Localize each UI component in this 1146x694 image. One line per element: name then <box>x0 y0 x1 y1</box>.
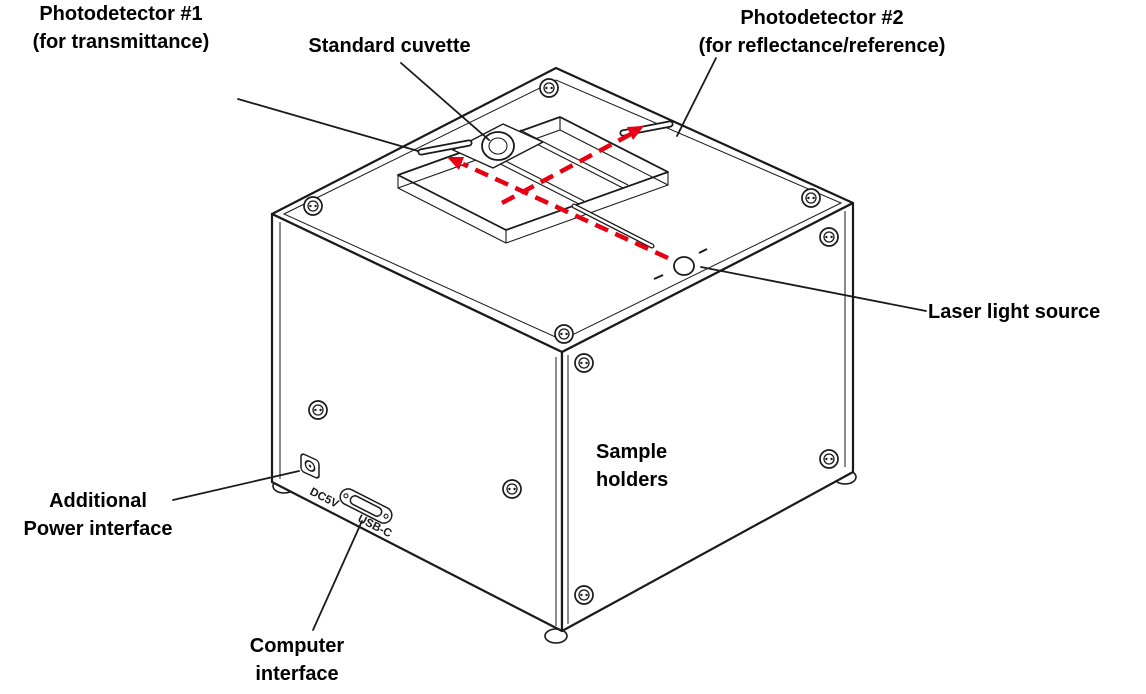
label-laser-line-1: Laser light source <box>928 301 1101 323</box>
leader-computer-interface <box>312 520 363 631</box>
screw-right-1 <box>574 353 594 373</box>
label-power-interface: Additional Power interface <box>0 487 196 543</box>
screw-right-4 <box>574 585 594 605</box>
laser-mark-right <box>698 248 708 254</box>
laser-source <box>653 248 708 280</box>
beam-reflectance <box>500 132 633 205</box>
label-photodetector-1-line-2: (for transmittance) <box>32 31 210 53</box>
detector-slit-1 <box>417 139 473 156</box>
beam-arrow-transmittance <box>447 157 464 170</box>
label-computer-interface-line-1: Computer <box>249 635 345 657</box>
usb-port <box>339 488 393 524</box>
screw-top-back <box>539 78 559 98</box>
label-sample-holders-line-1: Sample <box>596 441 668 463</box>
leader-photodetector-1 <box>237 98 419 152</box>
leader-standard-cuvette <box>400 62 490 141</box>
label-photodetector-1: Photodetector #1 (for transmittance) <box>0 0 242 56</box>
leader-lines <box>172 57 927 631</box>
screw-right-3 <box>819 449 839 469</box>
screw-top-left <box>303 196 323 216</box>
screw-right-2 <box>819 227 839 247</box>
label-laser: Laser light source <box>928 298 1100 326</box>
light-beams <box>447 126 669 261</box>
device-body <box>270 66 855 633</box>
label-standard-cuvette-line-1: Standard cuvette <box>308 35 471 57</box>
standard-cuvette <box>451 123 545 169</box>
label-computer-interface: Computer interface <box>213 632 381 688</box>
leader-power-interface <box>172 470 300 501</box>
power-port <box>300 453 320 479</box>
laser-slit <box>571 203 655 249</box>
leader-laser <box>700 266 927 312</box>
label-power-interface-line-2: Power interface <box>23 518 173 540</box>
label-power-interface-line-1: Additional <box>49 490 147 512</box>
edge-chamfers <box>279 79 846 626</box>
cuvette-bore <box>488 137 508 155</box>
label-standard-cuvette: Standard cuvette <box>282 32 497 60</box>
screw-left-1 <box>308 400 328 420</box>
leader-photodetector-2 <box>676 57 717 137</box>
label-photodetector-2-line-1: Photodetector #2 <box>740 7 904 29</box>
screw-top-right <box>801 188 821 208</box>
label-sample-holders-line-2: holders <box>596 469 669 491</box>
label-photodetector-1-line-1: Photodetector #1 <box>39 3 203 25</box>
label-computer-interface-line-2: interface <box>255 663 339 685</box>
screw-top-front <box>554 324 574 344</box>
screw-left-2 <box>502 479 522 499</box>
label-photodetector-2-line-2: (for reflectance/reference) <box>698 35 946 57</box>
recess-depth-lines <box>397 117 669 243</box>
cuvette-cylinder <box>481 131 515 161</box>
label-photodetector-2: Photodetector #2 (for reflectance/refere… <box>668 4 976 60</box>
beam-transmittance <box>462 161 669 261</box>
laser-mark-left <box>653 274 664 280</box>
label-sample-holders: Sample holders <box>596 438 668 494</box>
right-face <box>560 201 855 633</box>
beam-arrow-reflectance <box>627 126 644 140</box>
